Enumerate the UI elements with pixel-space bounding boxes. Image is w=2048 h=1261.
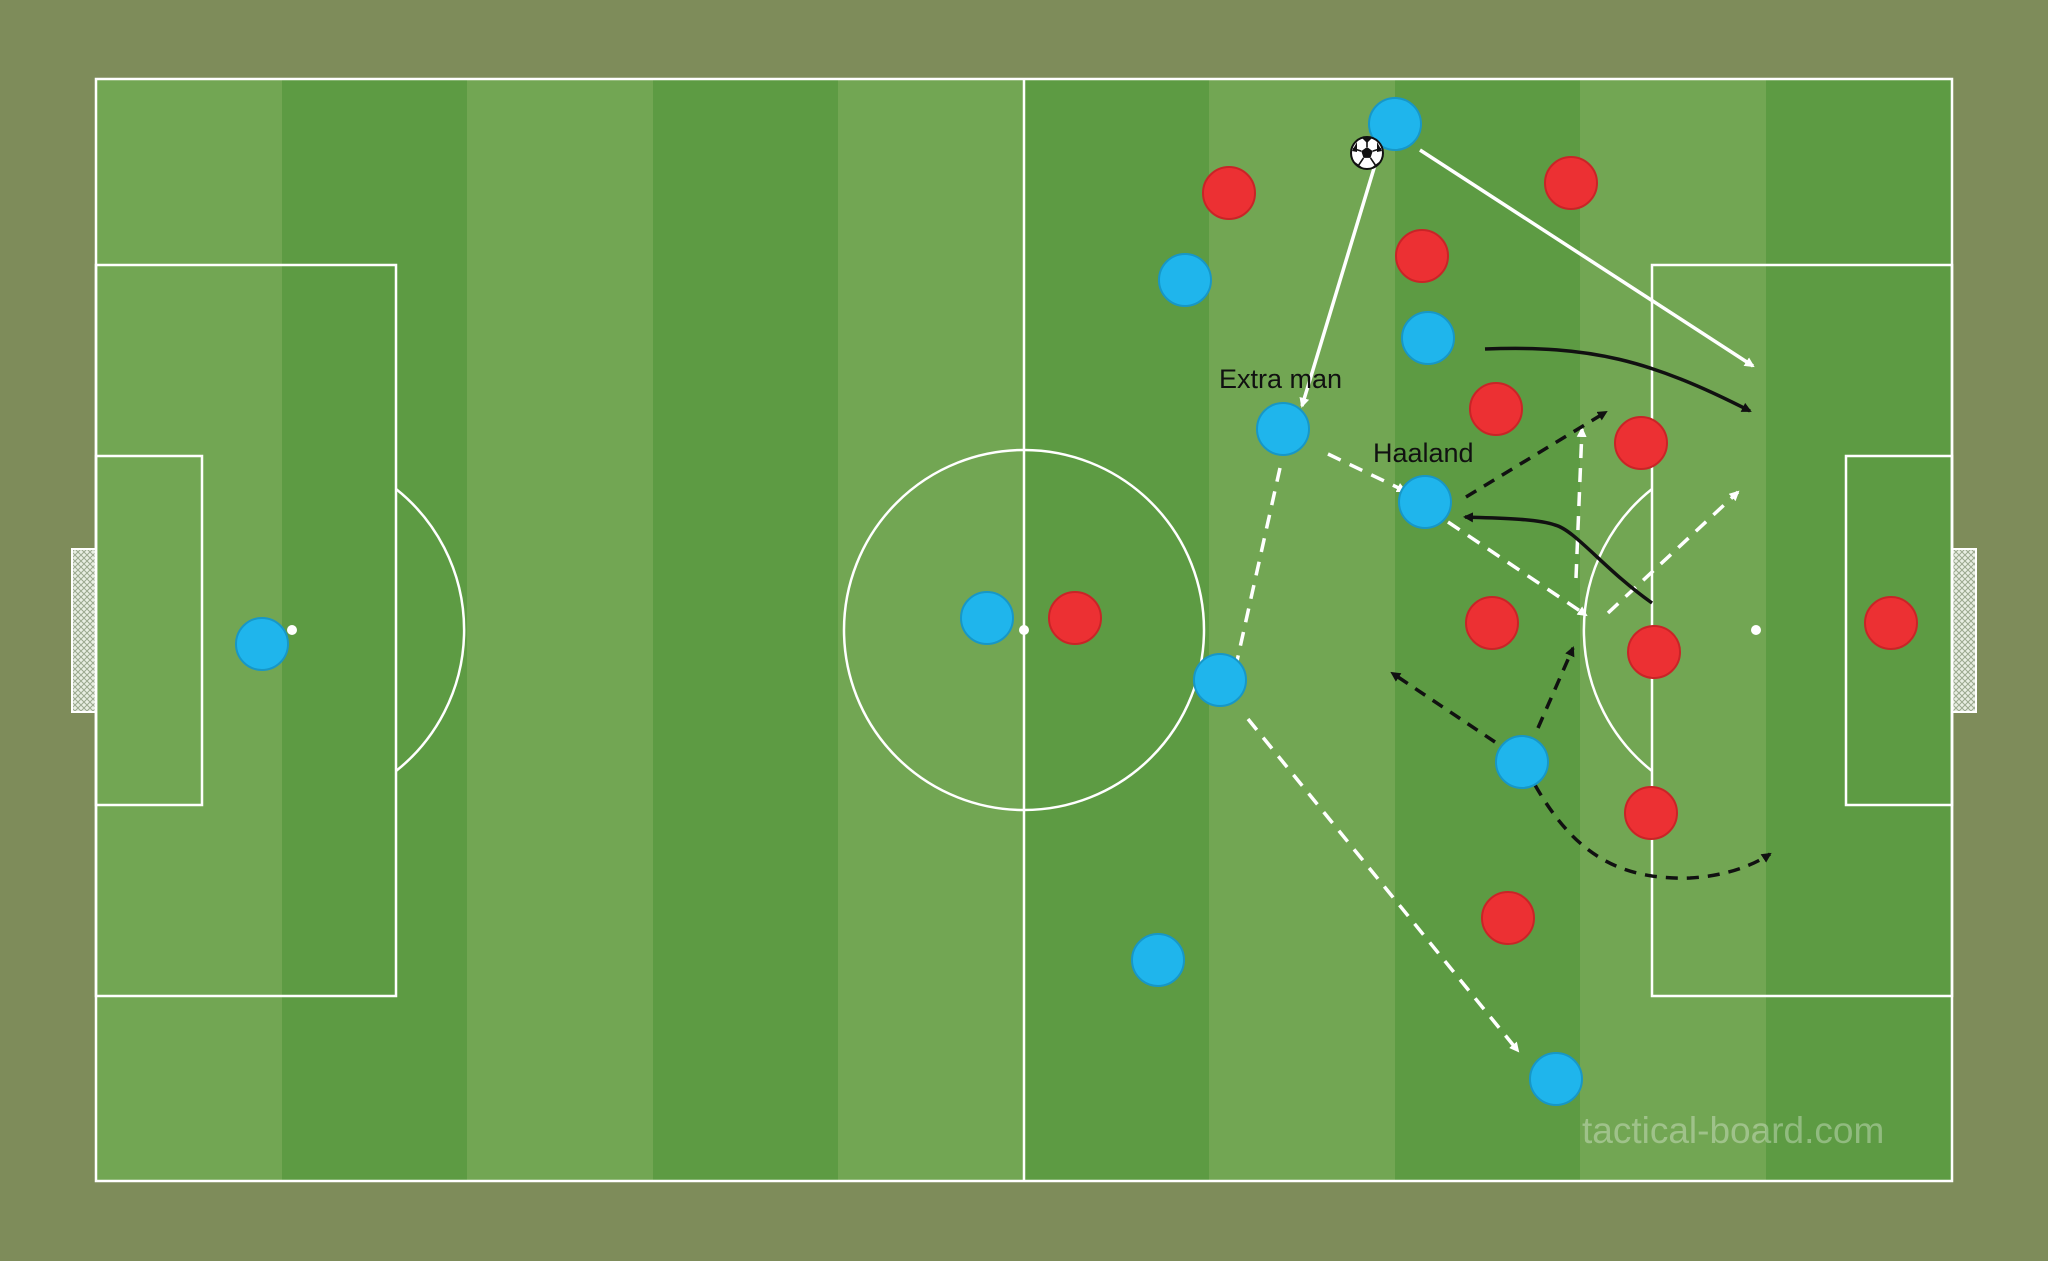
red-player[interactable] — [1202, 166, 1256, 220]
run-arrow — [1463, 512, 1654, 605]
blue-player[interactable] — [960, 591, 1014, 645]
right-penalty-spot — [1751, 625, 1761, 635]
red-player[interactable] — [1544, 156, 1598, 210]
label-extra-man: Extra man — [1219, 364, 1342, 394]
left-goal — [71, 548, 97, 713]
blue-player[interactable] — [1495, 735, 1549, 789]
red-team — [1048, 156, 1918, 945]
blue-player-haaland[interactable] — [1398, 475, 1452, 529]
watermark: tactical-board.com — [1582, 1110, 1884, 1151]
blue-player[interactable] — [1193, 653, 1247, 707]
pass-arrow — [1299, 164, 1377, 408]
left-penalty-spot — [287, 625, 297, 635]
red-player[interactable] — [1627, 625, 1681, 679]
blue-player[interactable] — [235, 617, 289, 671]
center-spot — [1019, 625, 1029, 635]
blue-player[interactable] — [1529, 1052, 1583, 1106]
red-player[interactable] — [1465, 596, 1519, 650]
run-arrow-dashed — [1533, 784, 1772, 880]
right-goal — [1951, 548, 1977, 713]
soccer-ball-icon[interactable] — [1350, 136, 1384, 170]
red-player[interactable] — [1624, 786, 1678, 840]
pass-arrow-dashed — [1606, 490, 1740, 615]
pitch-markings — [94, 77, 1954, 1183]
blue-player[interactable] — [1401, 311, 1455, 365]
pass-arrow-dashed — [1447, 520, 1588, 617]
blue-player[interactable] — [1368, 97, 1422, 151]
pitch-stripes — [96, 79, 1952, 1181]
pass-arrow-dashed — [1574, 427, 1587, 579]
pass-arrow — [1419, 148, 1755, 368]
blue-player[interactable] — [1131, 933, 1185, 987]
red-player[interactable] — [1469, 382, 1523, 436]
red-player[interactable] — [1614, 416, 1668, 470]
label-haaland: Haaland — [1373, 438, 1474, 468]
red-player[interactable] — [1864, 596, 1918, 650]
run-arrow-dashed — [1465, 410, 1608, 499]
run-arrow — [1484, 346, 1752, 413]
red-player[interactable] — [1395, 229, 1449, 283]
blue-team — [235, 97, 1583, 1106]
run-arrow-dashed — [1536, 646, 1575, 729]
blue-player[interactable] — [1158, 253, 1212, 307]
red-player[interactable] — [1481, 891, 1535, 945]
red-player[interactable] — [1048, 591, 1102, 645]
arrows — [1227, 148, 1772, 1053]
blue-player[interactable] — [1256, 402, 1310, 456]
pass-arrow-dashed — [1227, 467, 1282, 690]
